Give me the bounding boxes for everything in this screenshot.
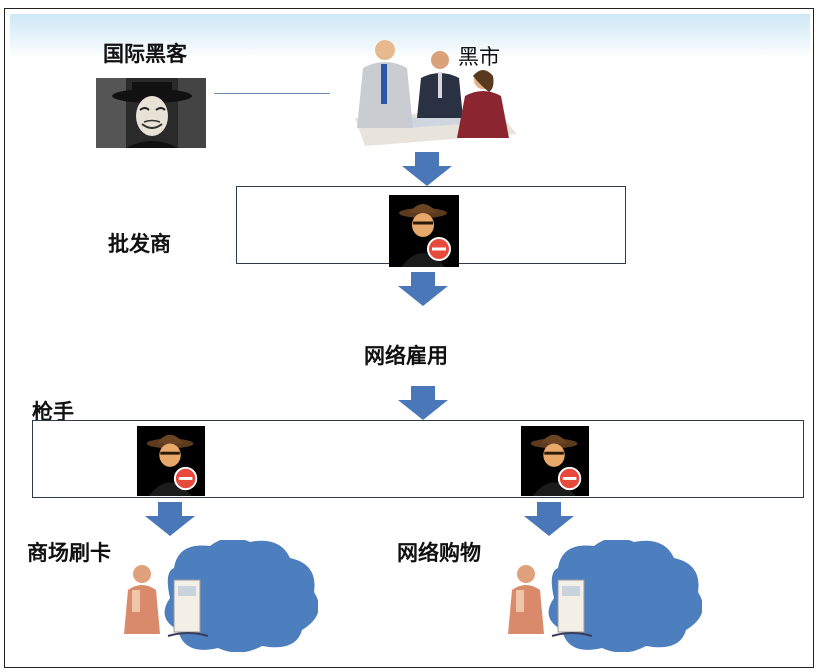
label-international-hacker: 国际黑客 xyxy=(103,42,187,66)
online-victim-cloud xyxy=(502,540,702,652)
label-mall-card-swipe: 商场刷卡 xyxy=(27,541,111,565)
flow-arrow-1 xyxy=(402,152,452,186)
label-black-market: 黑市 xyxy=(458,45,500,69)
label-online-shopping: 网络购物 xyxy=(397,541,481,565)
label-online-hiring: 网络雇用 xyxy=(364,344,448,368)
connector-line xyxy=(214,93,330,94)
mall-victim-cloud xyxy=(118,540,318,652)
header-gradient xyxy=(10,14,810,58)
hacker-portrait-icon xyxy=(96,78,206,148)
flow-arrow-4 xyxy=(145,502,195,536)
gunman-criminal-icon-left xyxy=(136,426,206,496)
gunman-criminal-icon-right xyxy=(520,426,590,496)
flow-arrow-5 xyxy=(524,502,574,536)
flow-arrow-3 xyxy=(398,386,448,420)
wholesaler-criminal-icon xyxy=(389,195,459,267)
label-wholesaler: 批发商 xyxy=(108,232,171,256)
flow-arrow-2 xyxy=(398,272,448,306)
black-market-meeting-icon xyxy=(345,38,520,150)
